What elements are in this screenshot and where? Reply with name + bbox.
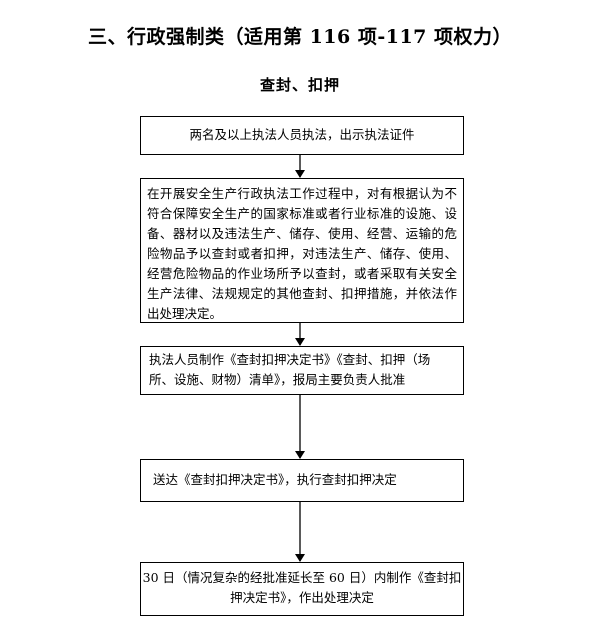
flow-step-3: 执法人员制作《查封扣押决定书》《查封、扣押（场所、设施、财物）清单》，报局主要负… [140, 346, 464, 395]
flow-step-5: 30 日（情况复杂的经批准延长至 60 日）内制作《查封扣押决定书》，作出处理决… [140, 562, 464, 616]
page-title: 三、行政强制类（适用第 116 项-117 项权力） [87, 26, 513, 48]
flow-step-4: 送达《查封扣押决定书》，执行查封扣押决定 [140, 459, 464, 502]
flow-step-1: 两名及以上执法人员执法，出示执法证件 [140, 116, 464, 155]
flow-step-2: 在开展安全生产行政执法工作过程中，对有根据认为不符合保障安全生产的国家标准或者行… [140, 178, 464, 323]
flowchart-title: 查封、扣押 [259, 76, 340, 94]
